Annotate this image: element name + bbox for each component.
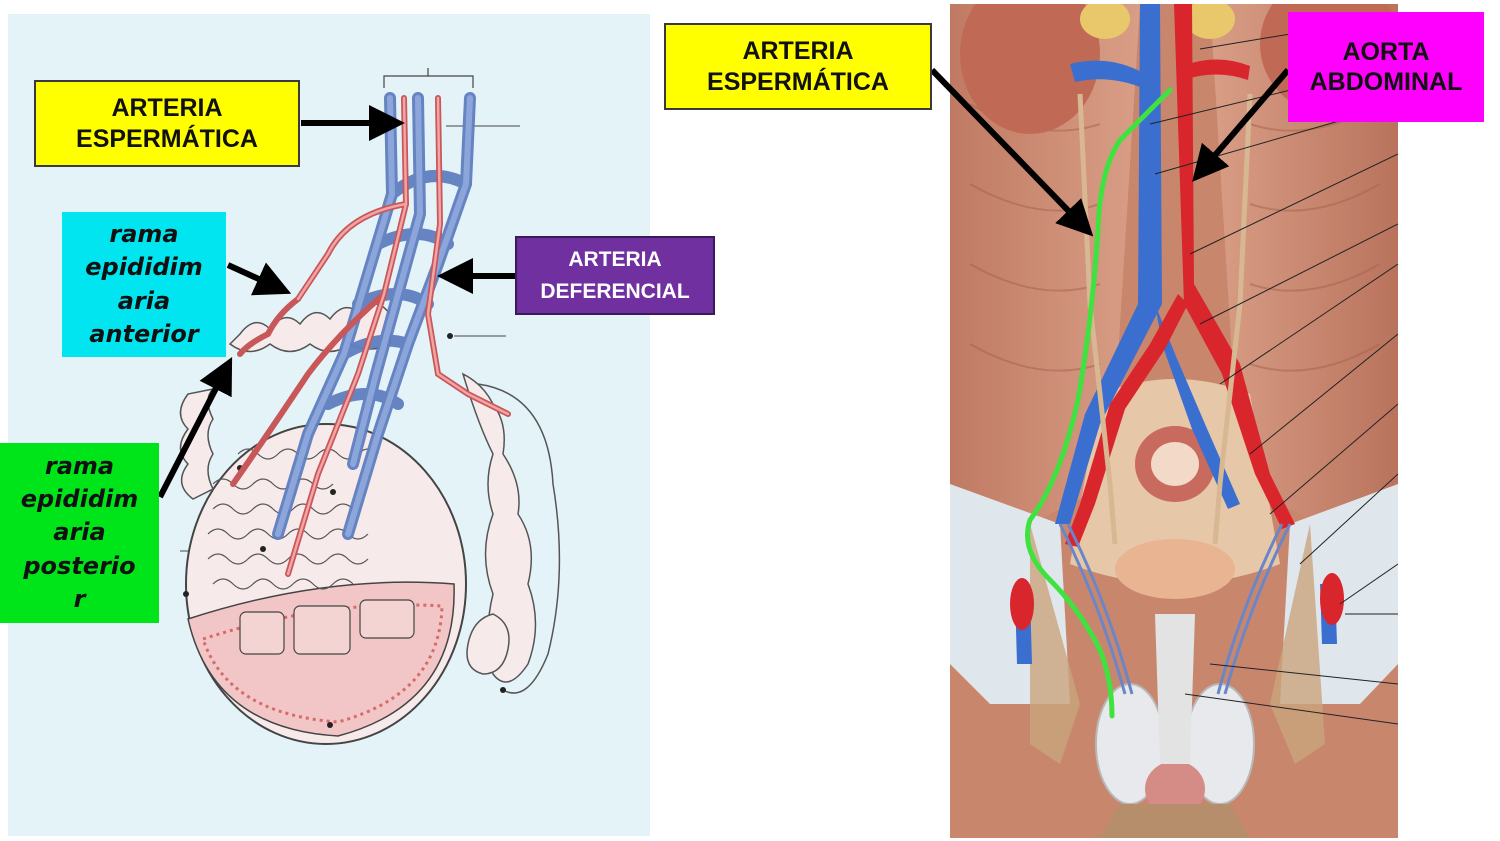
label-rama-epididimaria-posterior-text: rama epididim aria posterio r	[20, 452, 139, 613]
testis-illustration	[179, 68, 561, 745]
anatomy-illustration	[950, 4, 1398, 838]
testis-diagram-panel	[8, 14, 650, 836]
abdominal-anatomy-panel	[950, 4, 1398, 838]
label-arteria-deferencial: ARTERIA DEFERENCIAL	[515, 236, 715, 315]
label-arteria-deferencial-text: ARTERIA DEFERENCIAL	[540, 248, 690, 303]
label-rama-epididimaria-anterior: rama epididim aria anterior	[62, 212, 226, 357]
label-aorta-abdominal: AORTA ABDOMINAL	[1288, 12, 1484, 122]
label-arteria-espermatica-left-text: ARTERIA ESPERMÁTICA	[76, 94, 258, 153]
label-arteria-espermatica-right: ARTERIA ESPERMÁTICA	[664, 23, 932, 110]
label-rama-epididimaria-anterior-text: rama epididim aria anterior	[85, 220, 203, 348]
label-rama-epididimaria-posterior: rama epididim aria posterio r	[0, 443, 159, 623]
label-aorta-abdominal-text: AORTA ABDOMINAL	[1309, 37, 1463, 97]
label-arteria-espermatica-right-text: ARTERIA ESPERMÁTICA	[707, 37, 889, 96]
label-arteria-espermatica-left: ARTERIA ESPERMÁTICA	[34, 80, 300, 167]
